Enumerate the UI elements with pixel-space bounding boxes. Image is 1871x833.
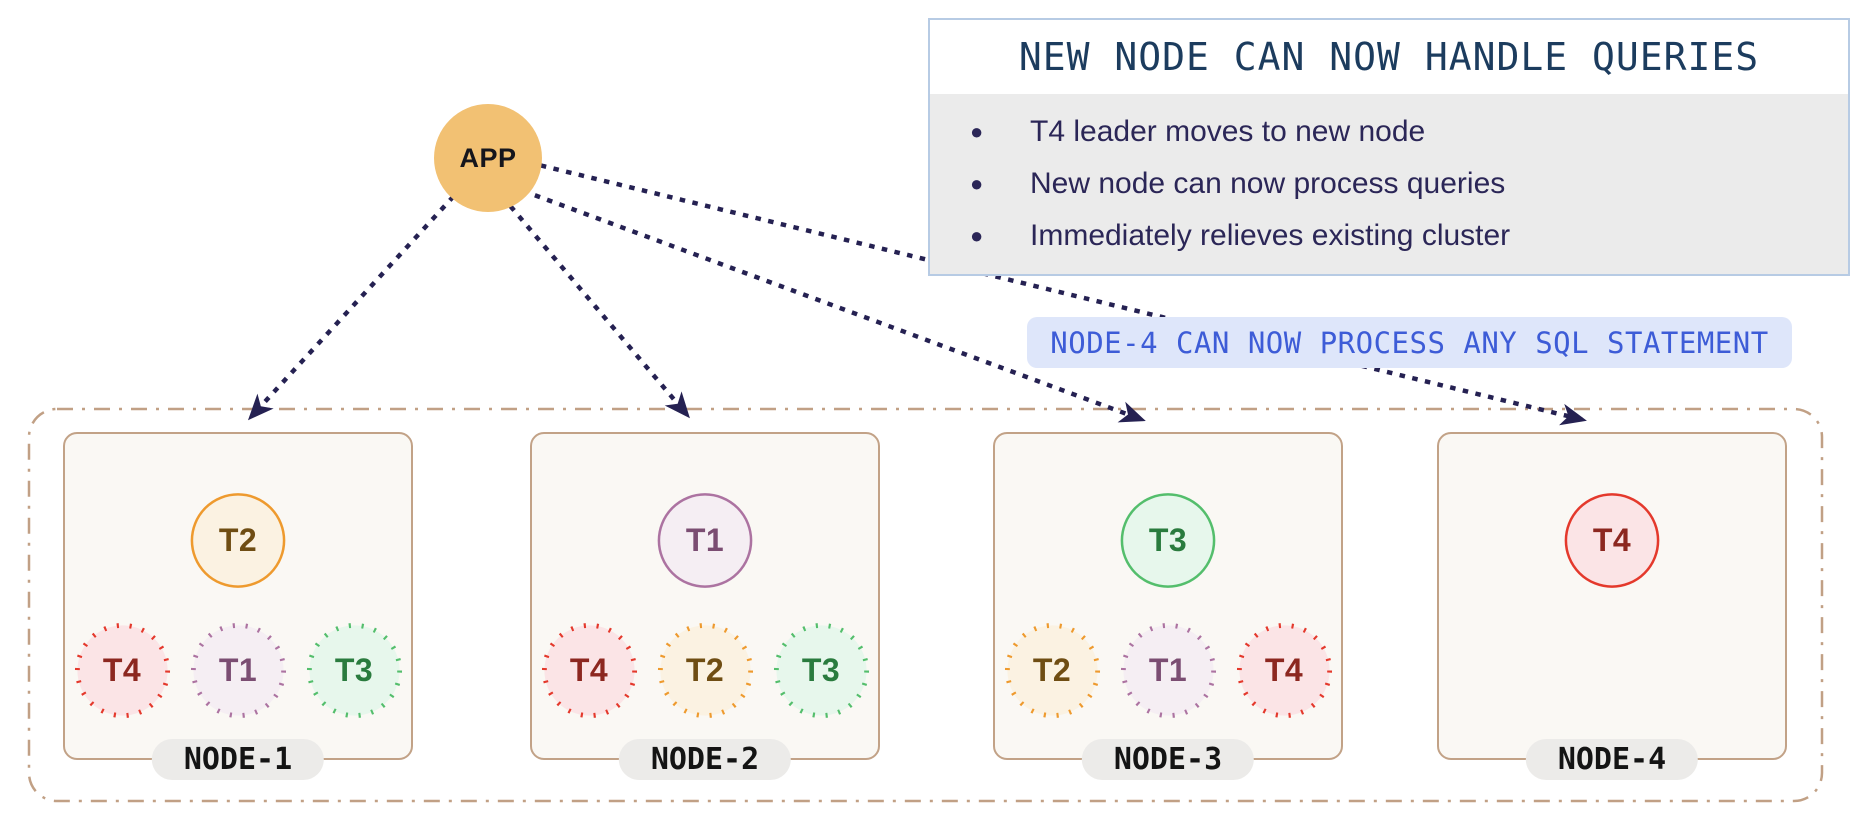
- tablet-label: T2: [685, 652, 725, 688]
- tablet-label: T4: [1264, 652, 1304, 688]
- tablet-ring: [306, 622, 402, 719]
- callout-bullet: Immediately relieves existing cluster: [930, 210, 1848, 262]
- leader-tablet: T4: [1564, 492, 1661, 589]
- node-3-box: T3 T2 T1 T4 NODE-3: [993, 432, 1343, 780]
- tablet-ring: [1236, 622, 1332, 719]
- tablet-ring: [74, 622, 170, 719]
- node-2-box: T1 T4 T2 T3 NODE-2: [530, 432, 880, 780]
- callout-title: NEW NODE CAN NOW HANDLE QUERIES: [930, 20, 1848, 94]
- tablet-label: T3: [801, 652, 841, 688]
- tablet-label: T2: [218, 522, 258, 558]
- leader-tablet: T2: [190, 492, 287, 589]
- tablet-ring: [773, 622, 869, 719]
- callout-box: NEW NODE CAN NOW HANDLE QUERIES T4 leade…: [928, 18, 1850, 276]
- follower-tablet: T3: [773, 622, 870, 719]
- tablet-ring: [190, 493, 286, 588]
- tablet-ring: [1564, 493, 1660, 588]
- app-label: APP: [459, 142, 517, 173]
- tablet-label: T4: [1592, 522, 1632, 558]
- tablet-ring: [541, 622, 637, 719]
- app-node: APP: [434, 104, 542, 212]
- callout-bullet: New node can now process queries: [930, 158, 1848, 210]
- follower-tablet: T4: [1236, 622, 1333, 719]
- follower-tablet: T4: [541, 622, 638, 719]
- node-name-pill: NODE-2: [618, 739, 792, 780]
- follower-tablet: T2: [1004, 622, 1101, 719]
- tablet-label: T3: [1148, 522, 1188, 558]
- tablet-label: T3: [334, 652, 374, 688]
- tablet-ring: [1120, 493, 1216, 588]
- cluster-boundary: [27, 407, 1824, 803]
- tablet-ring: [657, 622, 753, 719]
- follower-row: T4 T2 T3: [532, 622, 878, 719]
- callout-bullet-list: T4 leader moves to new node New node can…: [930, 94, 1848, 274]
- follower-tablet: T1: [190, 622, 287, 719]
- arrow-app-to-node-1: [246, 194, 456, 422]
- tablet-label: T1: [685, 522, 725, 558]
- arrow-app-to-node-2: [508, 204, 692, 420]
- arrow-app-to-node-3: [534, 193, 1146, 423]
- follower-tablet: T3: [306, 622, 403, 719]
- follower-tablet: T1: [1120, 622, 1217, 719]
- tablet-label: T4: [102, 652, 142, 688]
- tablet-label: T1: [1148, 652, 1188, 688]
- tablet-label: T4: [569, 652, 609, 688]
- follower-row: T2 T1 T4: [995, 622, 1341, 719]
- tablet-ring: [1004, 622, 1100, 719]
- node-name-pill: NODE-1: [151, 739, 325, 780]
- follower-tablet: T2: [657, 622, 754, 719]
- leader-tablet: T1: [657, 492, 754, 589]
- follower-tablet: T4: [74, 622, 171, 719]
- tablet-ring: [1120, 622, 1216, 719]
- callout-bullet: T4 leader moves to new node: [930, 106, 1848, 158]
- leader-tablet: T3: [1120, 492, 1217, 589]
- tablet-label: T2: [1032, 652, 1072, 688]
- follower-row: T4 T1 T3: [65, 622, 411, 719]
- arrow-app-to-node-4: [540, 163, 1587, 426]
- tablet-label: T1: [218, 652, 258, 688]
- node-name-pill: NODE-4: [1525, 739, 1699, 780]
- tablet-ring: [657, 493, 753, 588]
- sql-statement-banner: NODE-4 CAN NOW PROCESS ANY SQL STATEMENT: [1027, 317, 1792, 368]
- node-name-pill: NODE-3: [1081, 739, 1255, 780]
- node-1-box: T2 T4 T1 T3 NODE-1: [63, 432, 413, 780]
- tablet-ring: [190, 622, 286, 719]
- node-4-box: T4 NODE-4: [1437, 432, 1787, 780]
